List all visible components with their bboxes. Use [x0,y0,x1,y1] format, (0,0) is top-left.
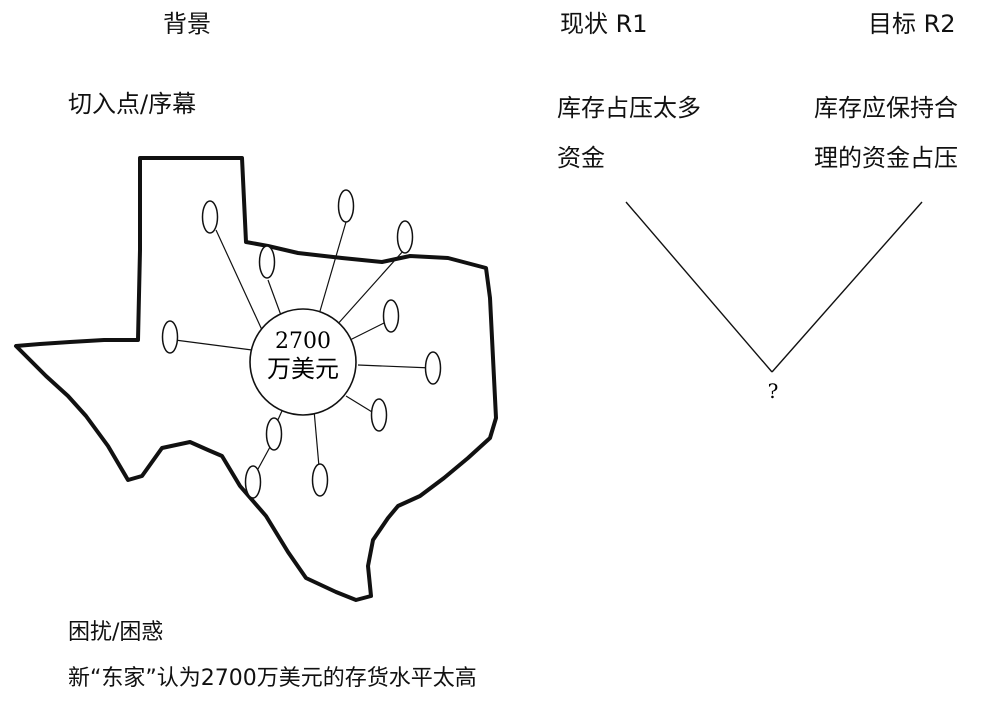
goal-text-line2: 理的资金占压 [814,144,958,172]
problem-label: 困扰/困惑 [68,620,164,645]
node-oval [258,245,276,279]
peripheral-nodes [161,189,442,499]
node-oval [396,220,414,254]
node-oval [201,200,219,234]
node-oval [161,320,179,354]
spoke-lines [174,221,433,481]
node-oval [265,417,283,451]
gap-question-mark: ? [768,379,779,403]
node-oval [244,465,262,499]
header-goal-r2: 目标 R2 [868,10,956,38]
gap-v-shape [625,201,923,373]
node-oval [370,398,388,432]
entry-point-label: 切入点/序幕 [68,90,197,118]
center-unit: 万美元 [267,355,339,383]
center-amount: 2700 [275,329,331,354]
node-oval [424,351,442,385]
node-oval [382,299,400,333]
node-oval [311,463,329,497]
problem-statement: 新“东家”认为2700万美元的存货水平太高 [68,666,477,691]
goal-text-line1: 库存应保持合 [814,94,958,122]
header-background: 背景 [163,10,211,38]
center-circle [249,308,357,416]
current-text-line2: 资金 [557,144,605,172]
header-current-r1: 现状 R1 [560,10,648,38]
current-text-line1: 库存占压太多 [557,94,701,122]
texas-map-outline [14,156,498,602]
node-oval [337,189,355,223]
